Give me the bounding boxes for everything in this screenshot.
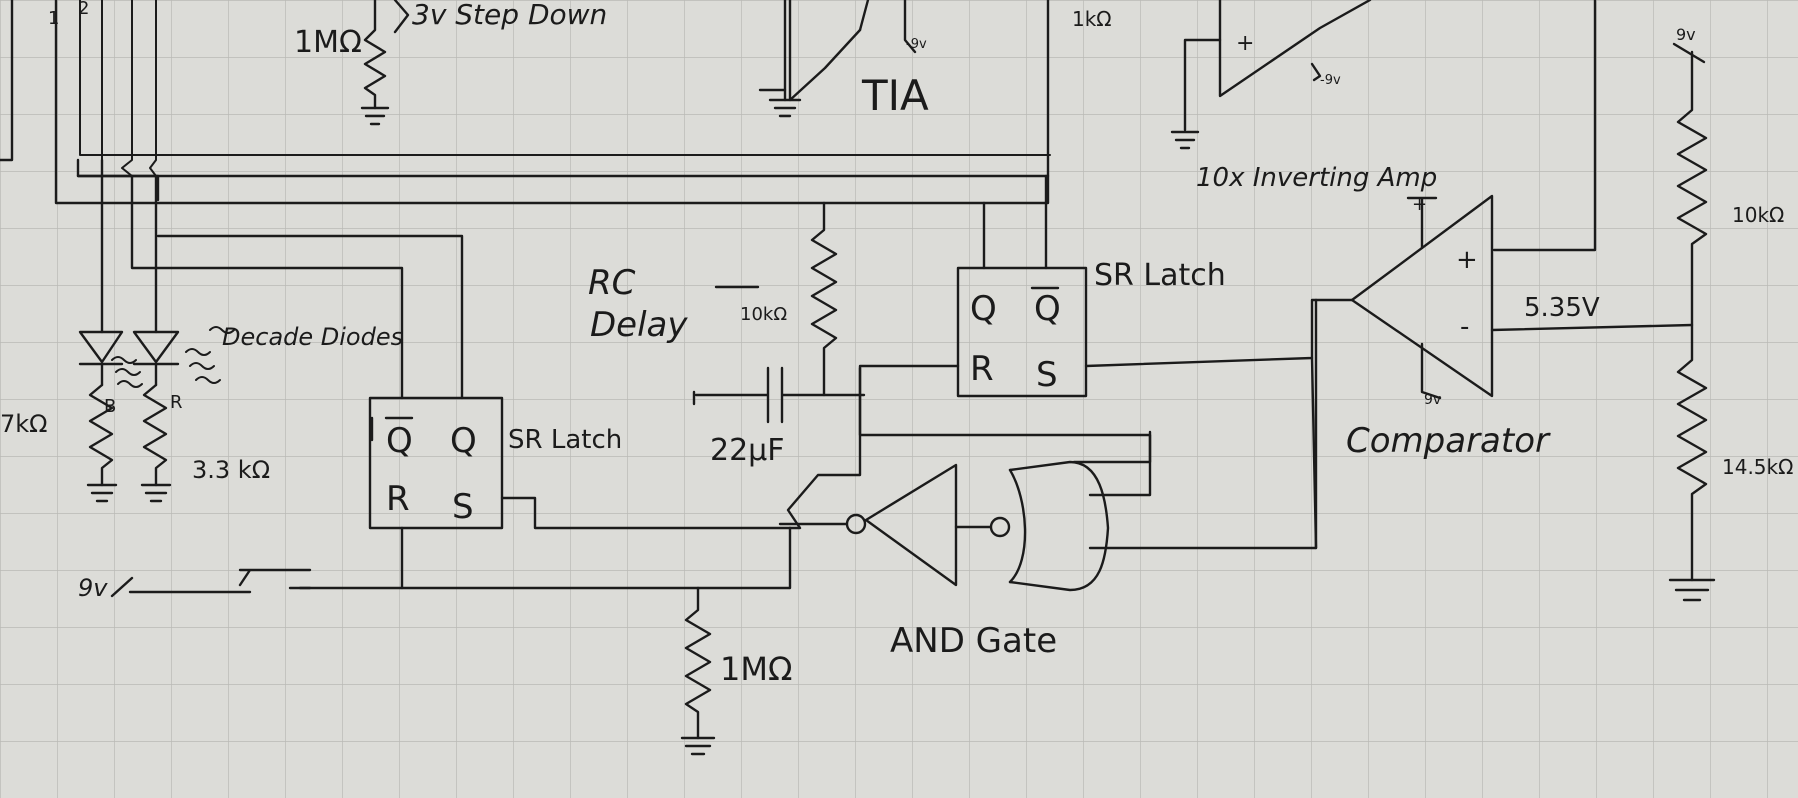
bottom-resistor: 1MΩ: [680, 586, 792, 756]
bus-pin-2: 2: [78, 0, 89, 19]
sr-latch-2: Q Q R S SR Latch: [858, 174, 1354, 398]
divider-r1-label: 10kΩ: [1732, 203, 1784, 227]
comparator-section: + + - 9v 5.35V Comparator: [1346, 194, 1694, 461]
tia-section: -9v TIA 1kΩ: [758, 0, 1112, 120]
amp-plus-sign: +: [1236, 31, 1254, 56]
latch2-qbar-label: Q: [1034, 289, 1061, 329]
latch1-q-label: Q: [450, 421, 477, 461]
latch1-title: SR Latch: [508, 425, 622, 455]
rc-resistor-label: 10kΩ: [740, 304, 787, 325]
divider-r2-label: 14.5kΩ: [1722, 455, 1793, 479]
bus-pin-1: 1: [48, 8, 59, 29]
diode-a-tag: B: [104, 396, 116, 417]
step-down-resistor-label: 1MΩ: [294, 25, 362, 60]
step-down-label: 3v Step Down: [412, 0, 607, 31]
comp-minus-sign: -: [1460, 312, 1469, 342]
supply-label: 9v: [78, 574, 108, 602]
latch2-s-label: S: [1036, 355, 1058, 395]
delay-label: Delay: [590, 305, 688, 345]
node-voltage-label: 5.35V: [1524, 293, 1600, 323]
latch2-title: SR Latch: [1094, 258, 1226, 293]
rc-label: RC: [588, 263, 636, 303]
comp-rail-bottom: 9v: [1424, 392, 1441, 408]
inverting-amp-label: 10x Inverting Amp: [1196, 163, 1437, 193]
amp-rail-label: -9v: [1320, 73, 1341, 88]
inverting-amp-section: + -9v 10x Inverting Amp: [1170, 0, 1597, 252]
decade-diodes-section: Decade Diodes 7kΩ B R 3.3 kΩ: [0, 158, 464, 503]
step-down-section: 1MΩ 3v Step Down: [294, 0, 607, 126]
latch1-r-label: R: [386, 479, 410, 519]
latch2-r-label: R: [970, 349, 994, 389]
voltage-divider: 9v 10kΩ 14.5kΩ: [1668, 25, 1793, 602]
sr-latch-1: Q Q R S SR Latch: [368, 396, 792, 530]
tia-rail-label: -9v: [906, 37, 927, 52]
decade-diodes-label: Decade Diodes: [222, 323, 403, 351]
left-bus: 1 2: [0, 0, 1051, 205]
comparator-label: Comparator: [1346, 421, 1551, 461]
comp-rail-top: +: [1412, 194, 1427, 215]
latch1-s-label: S: [452, 487, 474, 527]
and-gate-label: AND Gate: [890, 621, 1057, 661]
diode-b-tag: R: [170, 392, 183, 413]
diode-a-resistor-label: 7kΩ: [0, 410, 48, 438]
gate-section: AND Gate: [778, 298, 1318, 661]
tia-resistor-label: 1kΩ: [1072, 7, 1112, 31]
diode-b-resistor-label: 3.3 kΩ: [192, 456, 270, 484]
divider-supply-label: 9v: [1676, 25, 1696, 44]
comp-plus-sign: +: [1456, 245, 1478, 275]
rc-delay-section: RC Delay 10kΩ 22µF 9v: [78, 201, 1152, 602]
capacitor-label: 22µF: [710, 433, 785, 468]
bottom-resistor-label: 1MΩ: [720, 650, 792, 688]
tia-label: TIA: [861, 71, 929, 120]
latch2-q-label: Q: [970, 289, 997, 329]
latch1-qbar-label: Q: [386, 421, 413, 461]
